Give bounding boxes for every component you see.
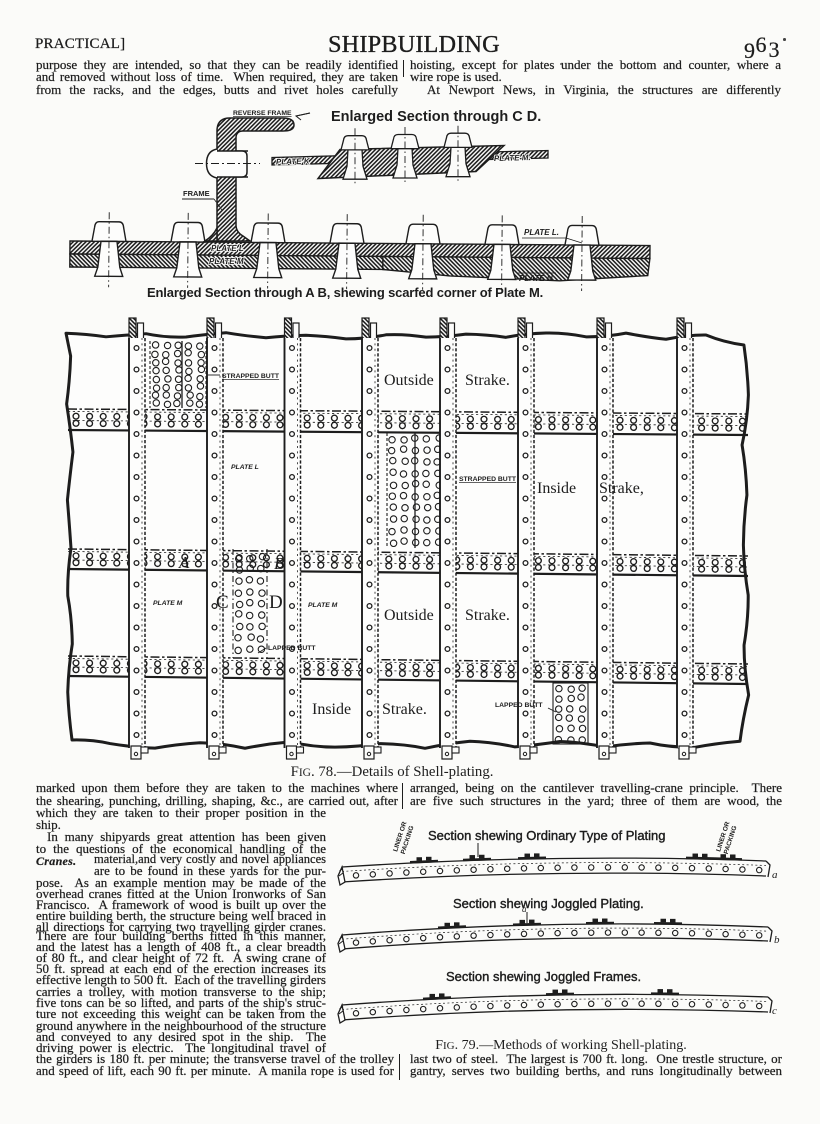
svg-text:Strake,: Strake, <box>599 480 644 497</box>
svg-text:Inside: Inside <box>537 480 576 497</box>
svg-text:Enlarged Section through C D.: Enlarged Section through C D. <box>331 109 541 125</box>
svg-text:Inside: Inside <box>312 701 351 718</box>
svg-text:a: a <box>772 869 778 881</box>
svg-text:PLATE M: PLATE M <box>209 257 244 266</box>
svg-text:REVERSE FRAME: REVERSE FRAME <box>233 110 292 117</box>
svg-text:PLATE L.: PLATE L. <box>524 228 559 237</box>
svg-text:Outside: Outside <box>384 607 434 624</box>
svg-text:Strake.: Strake. <box>465 607 510 624</box>
svg-text:PLATE N: PLATE N <box>519 274 553 283</box>
svg-text:FRAME: FRAME <box>183 189 210 198</box>
svg-text:Enlarged Section through A B,: Enlarged Section through A B, shewing sc… <box>147 285 543 300</box>
svg-text:D: D <box>269 592 283 613</box>
svg-text:FIG. 79.—Methods of working Sh: FIG. 79.—Methods of working Shell-platin… <box>435 1038 687 1053</box>
svg-text:a: a <box>522 904 527 914</box>
svg-text:PLATE M: PLATE M <box>153 600 183 607</box>
svg-text:PLATE L: PLATE L <box>211 244 244 253</box>
svg-text:Section shewing Ordinary Type: Section shewing Ordinary Type of Plating <box>428 828 666 843</box>
svg-text:PLATE K: PLATE K <box>276 157 311 167</box>
svg-text:FIG. 78.—Details of Shell-plat: FIG. 78.—Details of Shell-plating. <box>291 764 494 780</box>
svg-text:Strake.: Strake. <box>465 372 510 389</box>
svg-text:LAPPED BUTT: LAPPED BUTT <box>495 702 543 709</box>
svg-text:Section shewing Joggled Frames: Section shewing Joggled Frames. <box>446 969 641 984</box>
svg-text:Section shewing Joggled Platin: Section shewing Joggled Plating. <box>453 896 644 911</box>
svg-text:PLATE M: PLATE M <box>308 602 338 609</box>
svg-text:STRAPPED BUTT: STRAPPED BUTT <box>459 476 517 483</box>
svg-text:PLATE L: PLATE L <box>231 464 259 471</box>
svg-text:STRAPPED BUTT: STRAPPED BUTT <box>222 373 280 380</box>
svg-text:B: B <box>274 554 285 573</box>
svg-text:Strake.: Strake. <box>382 701 427 718</box>
svg-text:PLATE M.: PLATE M. <box>494 153 531 163</box>
svg-text:LAPPED BUTT: LAPPED BUTT <box>268 645 316 652</box>
svg-text:b: b <box>774 934 780 946</box>
svg-text:c: c <box>772 1005 777 1017</box>
svg-text:A: A <box>178 553 190 572</box>
svg-text:Outside: Outside <box>384 372 434 389</box>
svg-text:C: C <box>216 592 229 613</box>
